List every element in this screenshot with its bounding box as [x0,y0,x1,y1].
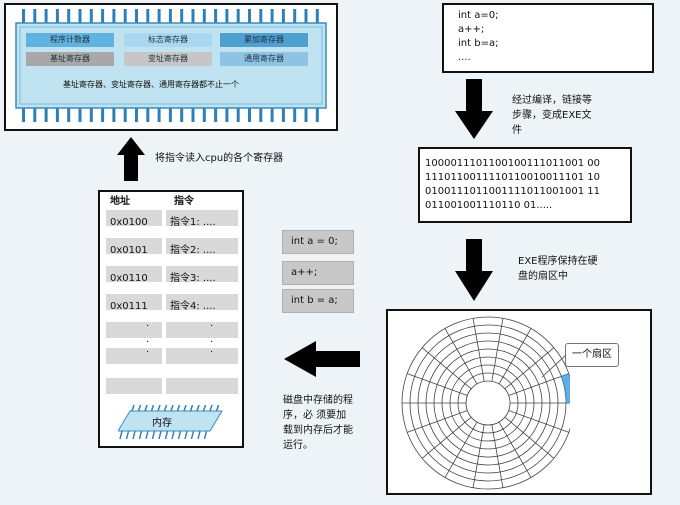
memory-chip [118,405,223,440]
load-text: 将指令读入cpu的各个寄存器 [155,153,284,164]
arrow-down-2 [455,239,493,301]
memory-chip-label: 内存 [152,418,172,429]
cpu-box: 程序计数器标志寄存器累加寄存器基址寄存器变址寄存器通用寄存器 基址寄存器、变址寄… [4,3,338,131]
binary-line-1: 1000011101100100111011001 00 [425,158,600,169]
header-instruction: 指令 [174,196,194,207]
loaded-code-1: int a = 0; [282,230,354,254]
source-code-line-4: .... [458,52,471,63]
binary-line-3: 0100111011001111011001001 11 [425,186,600,197]
binary-line-4: 011001001110110 01..... [425,200,553,211]
memory-address-1: 0x0100 [106,210,162,228]
arrow-up [117,137,145,181]
source-code-line-3: int b=a; [458,38,499,49]
memory-address-4: 0x0111 [106,294,162,312]
exe-text: EXE程序保持在硬盘的扇区中 [518,254,648,284]
disk-text-line-2: 序，必 须要加 [283,410,347,421]
memory-instruction-3: 指令3: .... [166,266,238,284]
disk-platter [401,316,570,490]
arrow-down-1 [455,79,493,139]
memory-empty-cell: · [166,321,238,338]
sector-label: 一个扇区 [572,349,612,360]
memory-instruction-1: 指令1: .... [166,210,238,228]
binary-line-2: 1110110011110110010011101 10 [425,172,600,183]
loaded-code-2: a++; [282,261,354,285]
source-code-line-2: a++; [458,24,485,35]
memory-empty-cell [166,378,238,394]
register-2: 标志寄存器 [124,33,212,47]
cpu-chip [15,9,327,122]
exe-text-line-1: EXE程序保持在硬 [518,256,598,267]
memory-empty-cell: · [166,347,238,364]
register-3: 累加寄存器 [220,33,308,47]
memory-empty-cell: · [106,321,162,338]
compile-text: 经过编译，链接等步骤，变成EXE文件 [512,93,642,138]
compile-text-line-2: 步骤，变成EXE文 [512,110,592,121]
register-4: 基址寄存器 [26,52,114,66]
memory-empty-cell [106,378,162,394]
sector-callout: 一个扇区 [565,343,619,367]
memory-dot: · [210,337,214,348]
disk-box: 一个扇区 [386,309,652,495]
memory-empty-cell: · [106,347,162,364]
disk-text-line-1: 磁盘中存储的程 [283,395,353,406]
arrow-left [284,341,360,377]
memory-instruction-4: 指令4: .... [166,294,238,312]
header-address: 地址 [110,196,130,207]
cpu-note: 基址寄存器、变址寄存器、通用寄存器都不止一个 [63,80,239,89]
register-5: 变址寄存器 [124,52,212,66]
register-1: 程序计数器 [26,33,114,47]
compile-text-line-3: 件 [512,125,522,136]
register-6: 通用寄存器 [220,52,308,66]
source-code-box: int a=0; a++; int b=a;.... [442,3,654,73]
disk-text-line-4: 运行。 [283,440,313,451]
memory-dot: · [146,337,150,348]
loaded-code-3: int b = a; [282,289,354,313]
binary-box: 1000011101100100111011001 00 111011001111… [418,147,632,223]
memory-address-2: 0x0101 [106,238,162,256]
exe-text-line-2: 盘的扇区中 [518,271,568,282]
disk-text: 磁盘中存储的程序，必 须要加载到内存后才能运行。 [283,393,383,453]
source-code-line-1: int a=0; [458,10,499,21]
memory-address-3: 0x0110 [106,266,162,284]
memory-instruction-2: 指令2: .... [166,238,238,256]
compile-text-line-1: 经过编译，链接等 [512,95,592,106]
disk-text-line-3: 载到内存后才能 [283,425,353,436]
